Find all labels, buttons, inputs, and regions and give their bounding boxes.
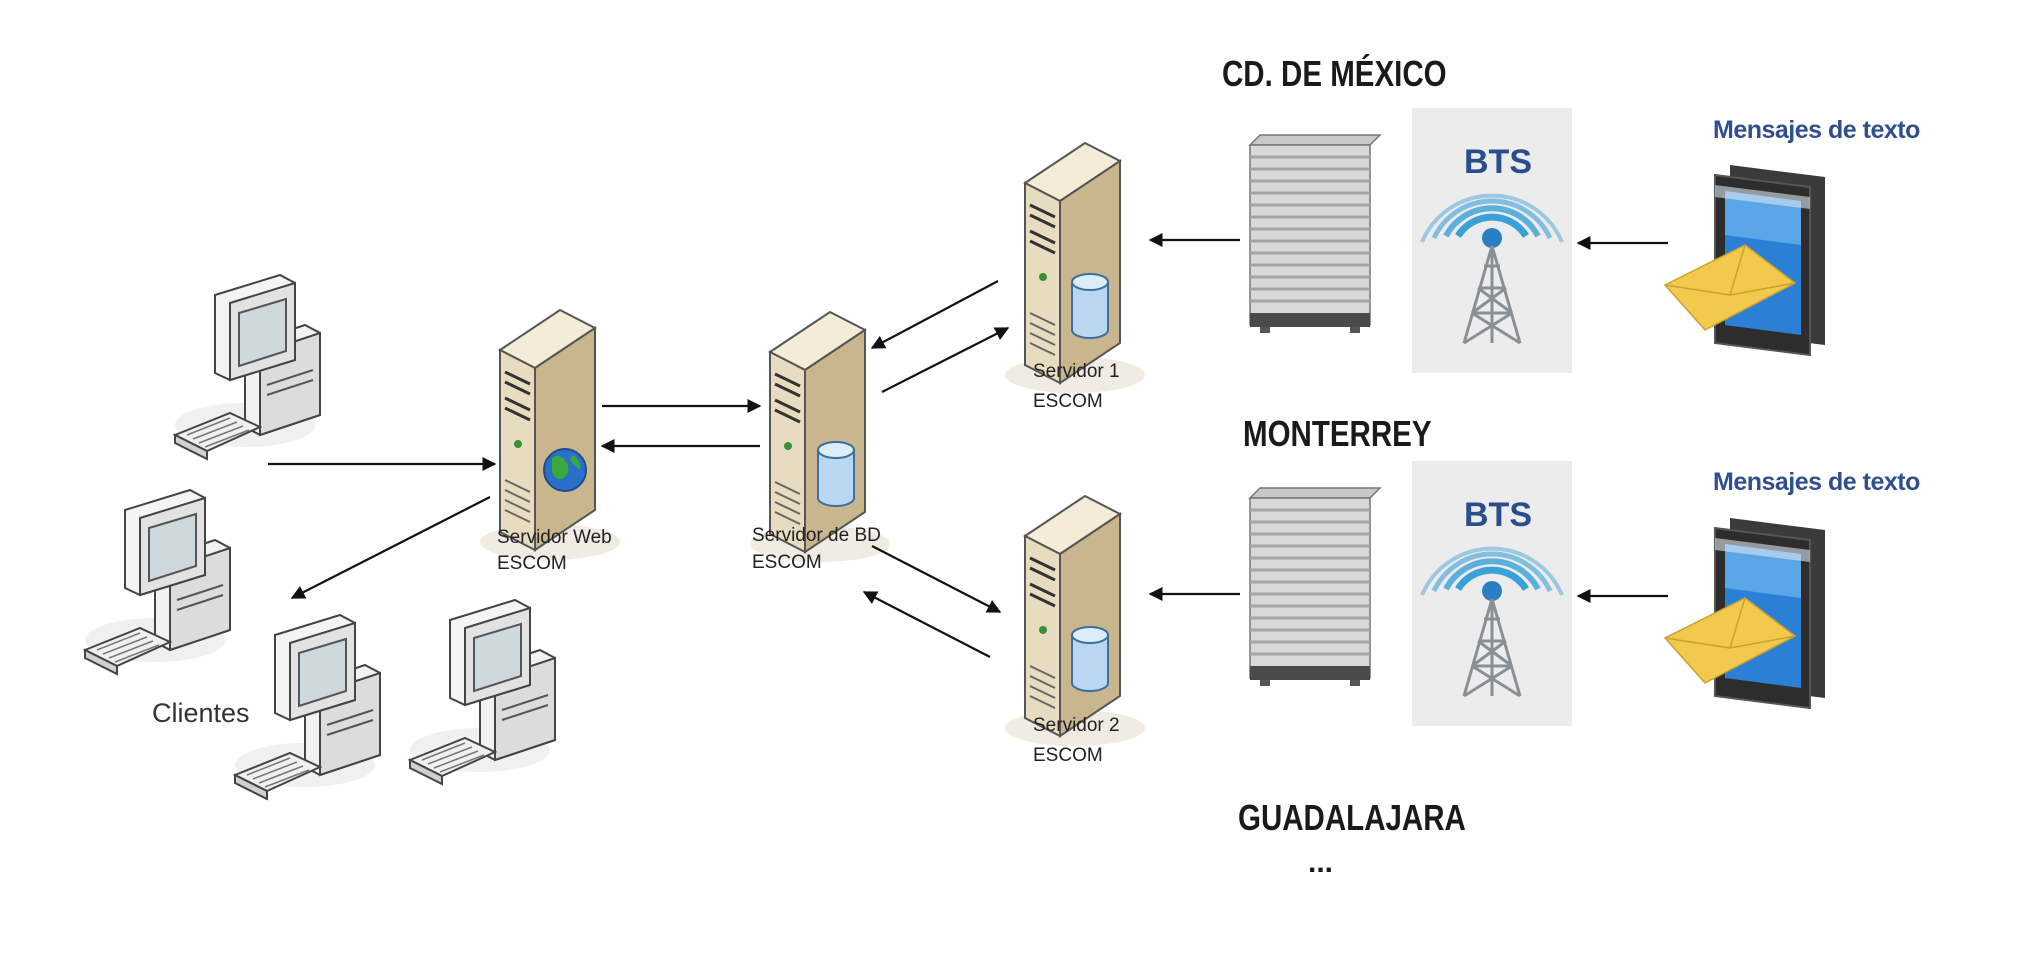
client-computer-icon (84, 489, 231, 675)
server-2-icon (1003, 494, 1147, 748)
web-server-label-line2: ESCOM (497, 553, 567, 574)
rack-server-2-icon (1248, 486, 1382, 688)
city-mexico-label: CD. DE MÉXICO (1222, 53, 1447, 93)
clients-label: Clientes (152, 698, 250, 728)
web-server-label-line1: Servidor Web (497, 527, 612, 548)
db-server-label-line1: Servidor de BD (752, 525, 881, 546)
bts-antenna-1-icon: BTS (1412, 108, 1572, 373)
arrow-db-to-server2 (871, 545, 1002, 613)
city-guadalajara-label: GUADALAJARA (1238, 797, 1466, 837)
server-1-label-line2: ESCOM (1033, 391, 1103, 412)
web-server-icon (478, 308, 622, 562)
smartphone-sms-2-icon (1664, 517, 1826, 709)
city-monterrey-label: MONTERREY (1243, 413, 1432, 453)
arrow-server2-to-db (862, 591, 991, 658)
messages-2-label: Mensajes de texto (1713, 468, 1920, 496)
client-computer-icon (234, 614, 381, 800)
server-2-label-line1: Servidor 2 (1033, 715, 1120, 736)
database-icon (1071, 273, 1109, 339)
server-2-label-line2: ESCOM (1033, 745, 1103, 766)
arrow-db-to-server1 (881, 327, 1010, 393)
arrow-server1-to-db (870, 280, 999, 349)
client-computer-icon (409, 599, 556, 785)
database-icon (1071, 626, 1109, 692)
db-server-label-line2: ESCOM (752, 552, 822, 573)
server-1-icon (1003, 141, 1147, 395)
client-computer-icon (174, 274, 321, 460)
smartphone-sms-1-icon (1664, 164, 1826, 356)
bts-2-label: BTS (1464, 496, 1532, 534)
ellipsis-label: ... (1308, 846, 1333, 879)
bts-1-label: BTS (1464, 143, 1532, 181)
database-icon (817, 441, 855, 507)
rack-server-1-icon (1248, 133, 1382, 335)
server-1-label-line1: Servidor 1 (1033, 361, 1120, 382)
arrow-web-to-clients (290, 496, 491, 599)
globe-icon (543, 448, 587, 492)
bts-antenna-2-icon: BTS (1412, 461, 1572, 726)
messages-1-label: Mensajes de texto (1713, 116, 1920, 144)
connection-arrows (268, 233, 1668, 658)
